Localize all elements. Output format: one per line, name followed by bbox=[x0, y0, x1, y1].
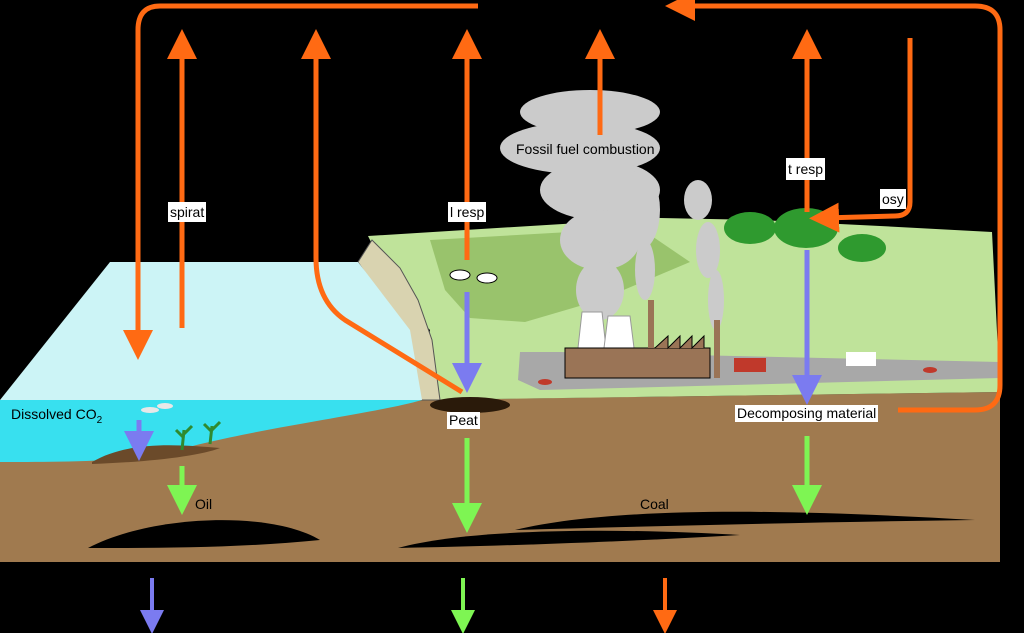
tree-2 bbox=[774, 208, 838, 248]
tree-1 bbox=[724, 212, 776, 244]
peat-to-atmosphere-arrow bbox=[301, 29, 464, 395]
smoke-plume bbox=[500, 90, 660, 320]
chimney-2 bbox=[714, 320, 720, 378]
oil-deposit bbox=[88, 520, 320, 548]
fossil-fuel-combustion-label: Fossil fuel combustion bbox=[516, 141, 655, 157]
tree-3 bbox=[838, 234, 886, 262]
dissolved-co2-subscript: 2 bbox=[96, 415, 103, 425]
fish-2 bbox=[157, 403, 173, 409]
photosynthesis-label: osy bbox=[880, 189, 906, 209]
oil-label: Oil bbox=[195, 496, 213, 512]
dissolved-co2-label: Dissolved CO2 bbox=[9, 406, 104, 425]
smoke-plume-2 bbox=[684, 180, 724, 330]
factory-building bbox=[564, 347, 711, 379]
atmosphere-to-ocean-arrow bbox=[123, 3, 478, 360]
coal-label: Coal bbox=[640, 496, 669, 512]
coal-deposit-1 bbox=[398, 530, 740, 548]
chimney-1 bbox=[648, 300, 654, 348]
fossil-flow-arrows bbox=[167, 436, 822, 533]
dissolved-co2-text: Dissolved CO bbox=[11, 406, 97, 422]
organic-flow-arrows bbox=[124, 250, 822, 461]
plant-respiration-label: t resp bbox=[786, 158, 826, 180]
factory-roof bbox=[654, 334, 705, 350]
ocean-respiration-label: spirat bbox=[168, 202, 207, 222]
truck-red bbox=[734, 358, 766, 372]
cow-2 bbox=[476, 272, 498, 284]
car-1 bbox=[538, 379, 552, 385]
seaweed-1 bbox=[174, 424, 194, 451]
animal-respiration-label: l resp bbox=[448, 202, 487, 222]
legend-arrows bbox=[140, 578, 677, 633]
fish-1 bbox=[141, 407, 159, 413]
car-2 bbox=[923, 367, 937, 373]
carbon-flow-arrows bbox=[123, 0, 1003, 413]
coal-deposit-2 bbox=[515, 511, 975, 530]
decomposition-to-atmosphere-arrow bbox=[665, 0, 1003, 413]
truck-white bbox=[846, 352, 876, 366]
cow-1 bbox=[449, 269, 471, 281]
decomposing-material-label: Decomposing material bbox=[735, 405, 879, 422]
peat-label: Peat bbox=[447, 412, 480, 429]
cooling-tower-2 bbox=[603, 315, 635, 349]
seaweed-2 bbox=[202, 420, 222, 445]
ocean-surface bbox=[0, 262, 422, 400]
peat-deposit bbox=[430, 397, 510, 413]
photosynthesis-arrow bbox=[809, 38, 913, 233]
cooling-tower-1 bbox=[577, 311, 607, 349]
